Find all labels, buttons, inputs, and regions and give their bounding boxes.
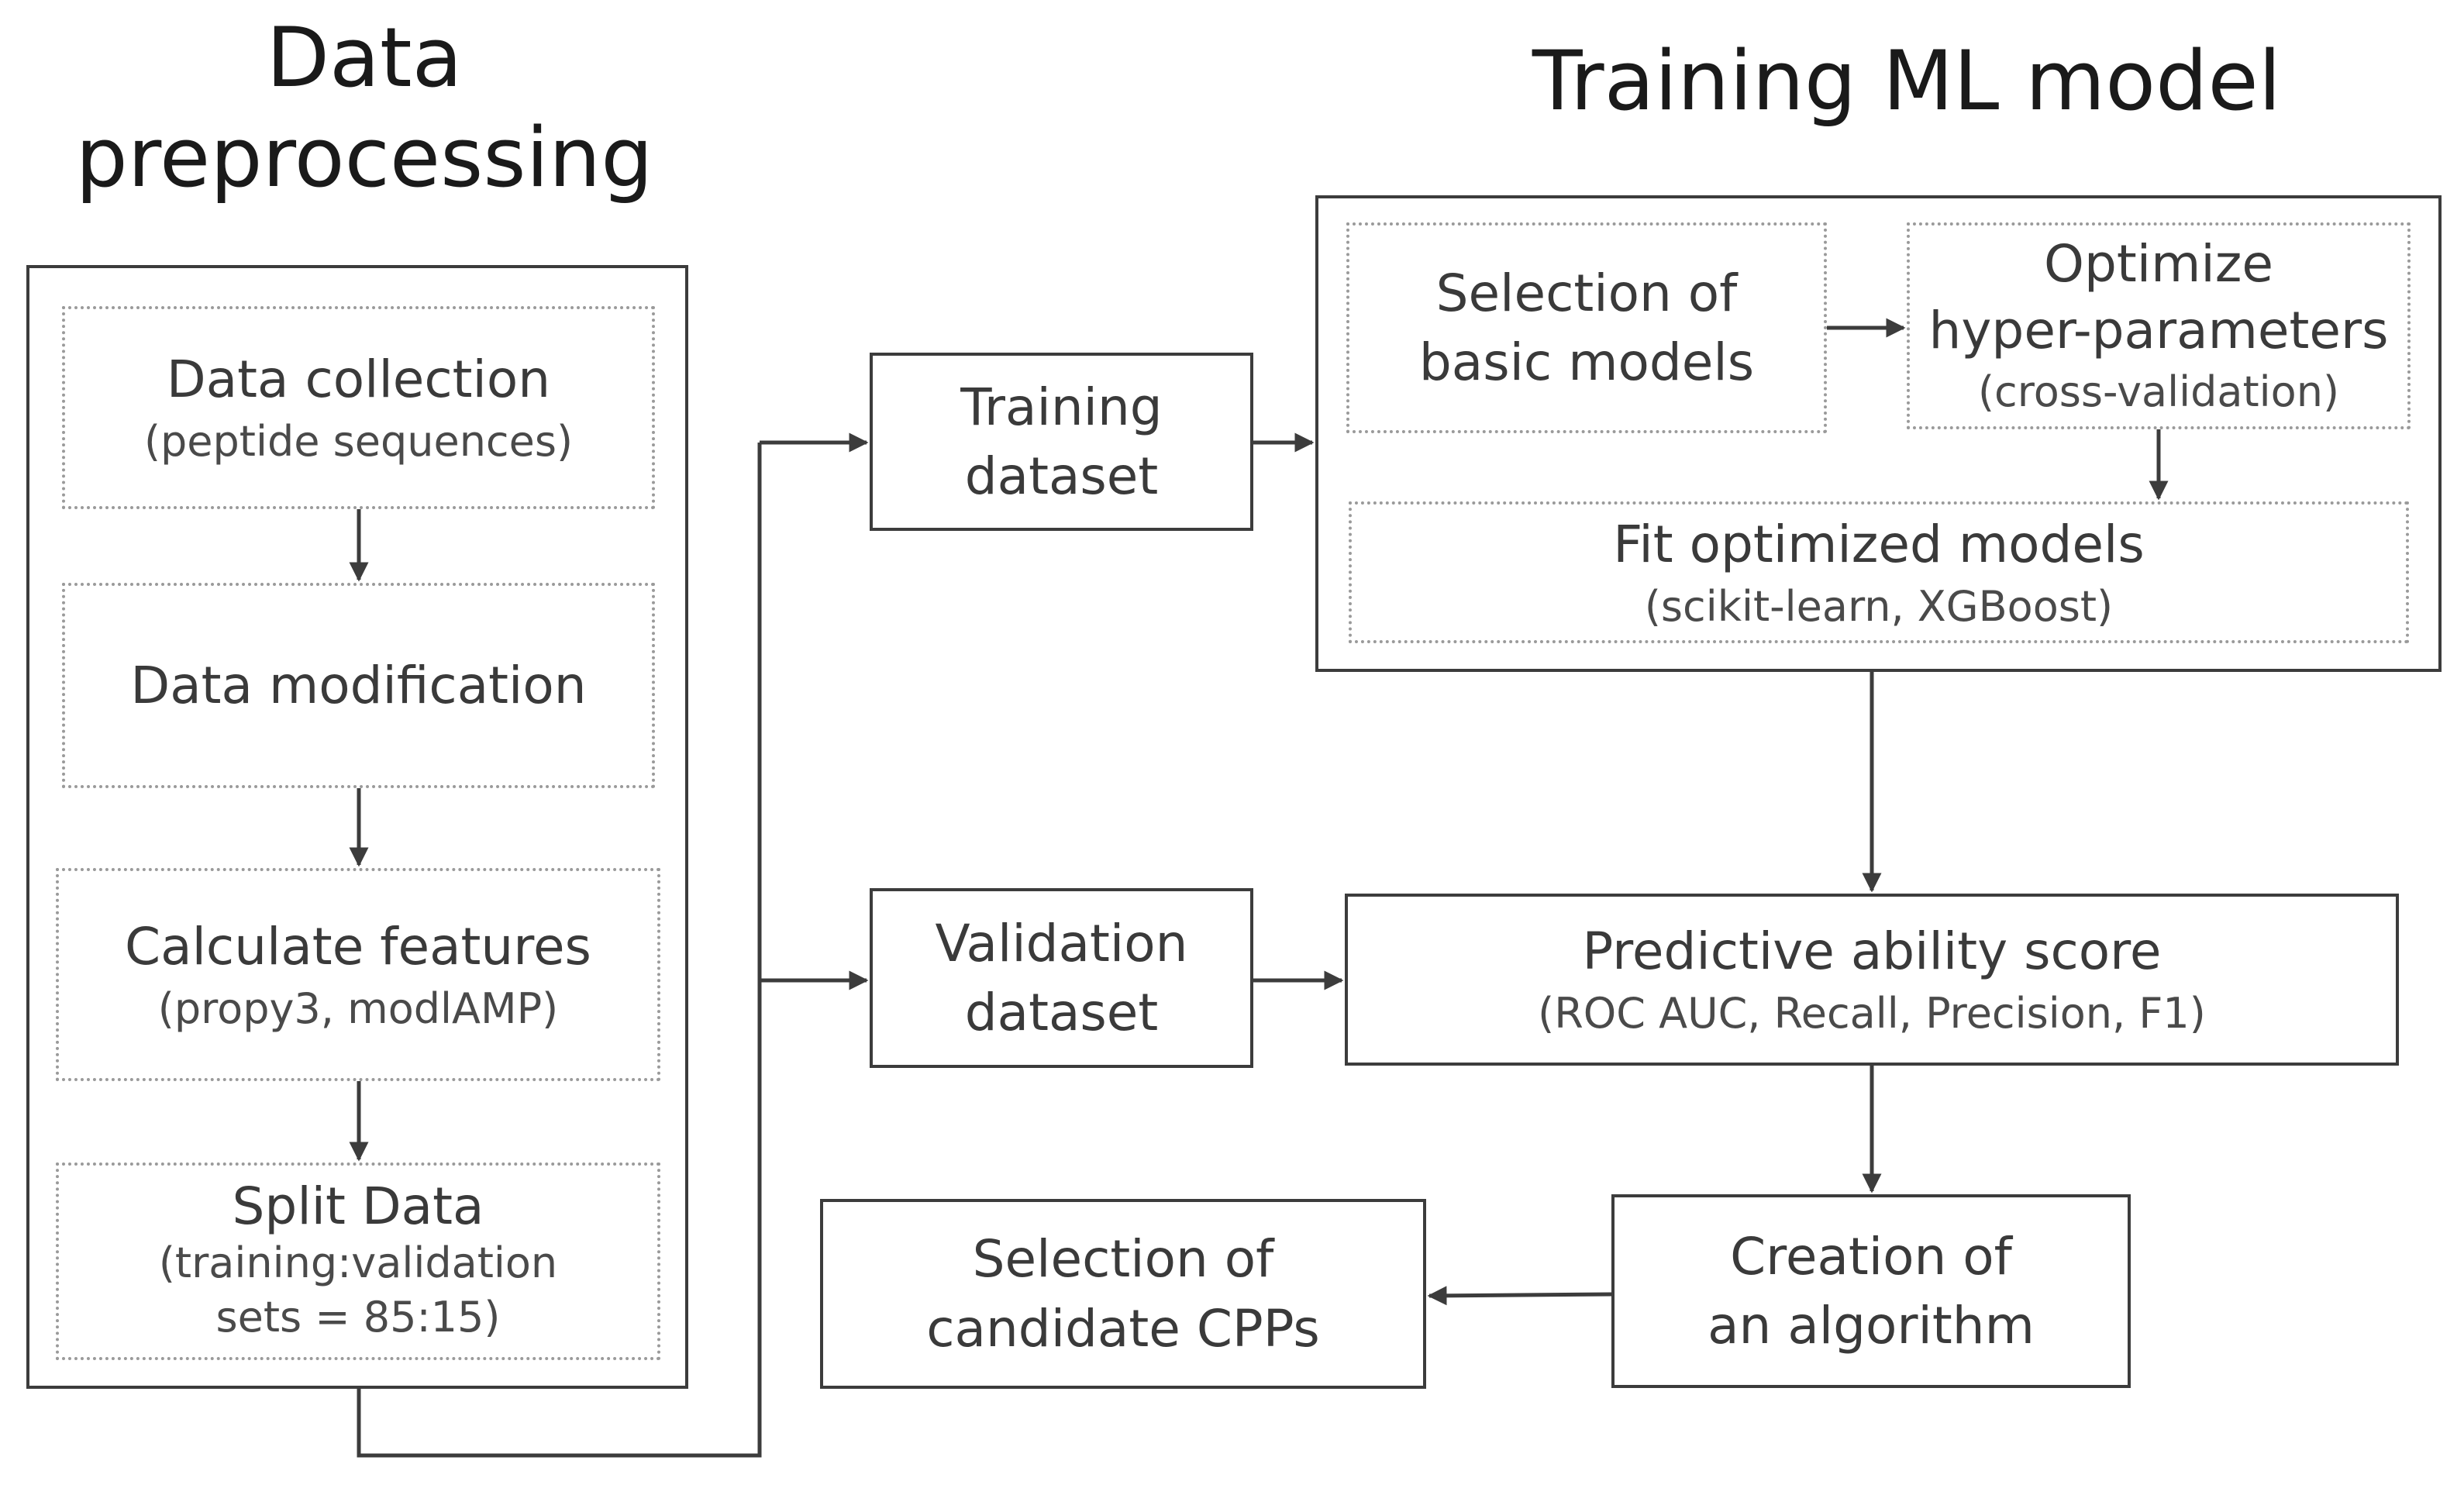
- data-collection-label: Data collection: [166, 350, 551, 409]
- training-dataset-line2: dataset: [964, 446, 1159, 506]
- fit-models-sub: (scikit-learn, XGBoost): [1644, 581, 2114, 631]
- candidates-line1: Selection of: [972, 1229, 1274, 1290]
- predictive-score-box: Predictive ability score (ROC AUC, Recal…: [1345, 894, 2399, 1066]
- data-collection-box: Data collection (peptide sequences): [62, 306, 655, 509]
- calculate-features-sub: (propy3, modlAMP): [157, 983, 559, 1033]
- selection-basic-line1: Selection of: [1435, 263, 1738, 323]
- selection-basic-line2: basic models: [1418, 332, 1755, 392]
- optimize-box: Optimize hyper-parameters (cross-validat…: [1907, 222, 2411, 429]
- validation-dataset-box: Validation dataset: [870, 888, 1253, 1068]
- algorithm-box: Creation of an algorithm: [1611, 1194, 2131, 1388]
- connector-split-to-datasets: [357, 443, 762, 1458]
- validation-dataset-line2: dataset: [964, 983, 1159, 1042]
- arrow-algorithm-to-candidates: [1427, 1286, 1612, 1306]
- optimize-sub: (cross-validation): [1977, 367, 2340, 416]
- selection-basic-models-box: Selection of basic models: [1346, 222, 1827, 433]
- validation-dataset-line1: Validation: [935, 913, 1188, 973]
- data-modification-box: Data modification: [62, 583, 655, 788]
- preprocessing-title-line1: Data: [266, 10, 463, 105]
- data-collection-sub: (peptide sequences): [143, 417, 574, 467]
- algorithm-line2: an algorithm: [1708, 1296, 2035, 1355]
- preprocessing-title: Data preprocessing: [31, 8, 698, 208]
- optimize-line1: Optimize: [2044, 234, 2273, 294]
- training-title: Training ML model: [1532, 33, 2282, 129]
- fit-models-label: Fit optimized models: [1613, 514, 2145, 574]
- calculate-features-label: Calculate features: [125, 916, 591, 976]
- training-dataset-line1: Training: [960, 377, 1163, 437]
- candidates-box: Selection of candidate CPPs: [820, 1199, 1426, 1389]
- candidates-line2: candidate CPPs: [926, 1298, 1320, 1359]
- data-modification-label: Data modification: [130, 655, 587, 715]
- calculate-features-box: Calculate features (propy3, modlAMP): [56, 868, 660, 1081]
- algorithm-line1: Creation of: [1730, 1226, 2012, 1286]
- split-data-box: Split Data (training:validation sets = 8…: [56, 1162, 660, 1360]
- optimize-line2: hyper-parameters: [1928, 301, 2389, 361]
- split-data-label: Split Data: [232, 1176, 484, 1237]
- preprocessing-title-line2: preprocessing: [75, 110, 653, 206]
- split-data-sub-1: (training:validation: [158, 1238, 558, 1288]
- training-dataset-box: Training dataset: [870, 353, 1253, 531]
- split-data-sub-2: sets = 85:15): [215, 1293, 501, 1342]
- predictive-score-sub: (ROC AUC, Recall, Precision, F1): [1538, 989, 2206, 1038]
- predictive-score-label: Predictive ability score: [1582, 921, 2162, 981]
- fit-models-box: Fit optimized models (scikit-learn, XGBo…: [1349, 501, 2409, 643]
